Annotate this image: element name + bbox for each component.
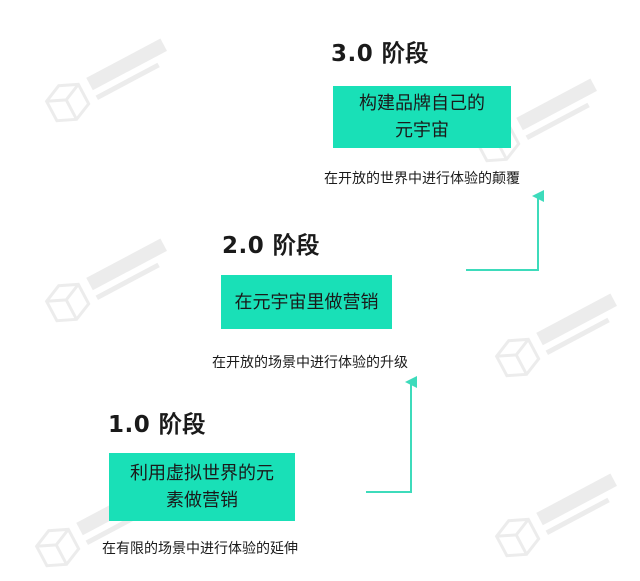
connector-2-to-3 bbox=[466, 190, 544, 271]
stage-1-box: 利用虚拟世界的元 素做营销 bbox=[109, 453, 295, 521]
stage-3-box-text: 构建品牌自己的 元宇宙 bbox=[359, 93, 485, 141]
stage-1-caption: 在有限的场景中进行体验的延伸 bbox=[102, 541, 298, 557]
stage-2-title: 2.0 阶段 bbox=[222, 233, 320, 259]
stage-2-caption: 在开放的场景中进行体验的升级 bbox=[212, 355, 408, 371]
connector-1-to-2 bbox=[366, 376, 417, 493]
stage-3-caption: 在开放的世界中进行体验的颠覆 bbox=[324, 171, 520, 187]
stage-2-box-text: 在元宇宙里做营销 bbox=[234, 291, 379, 313]
stage-3-title: 3.0 阶段 bbox=[331, 41, 429, 67]
stage-1-title: 1.0 阶段 bbox=[108, 412, 206, 438]
stage-2-box: 在元宇宙里做营销 bbox=[221, 275, 392, 329]
stage-3-box: 构建品牌自己的 元宇宙 bbox=[333, 86, 511, 148]
stage-1-box-text: 利用虚拟世界的元 素做营销 bbox=[130, 463, 274, 511]
